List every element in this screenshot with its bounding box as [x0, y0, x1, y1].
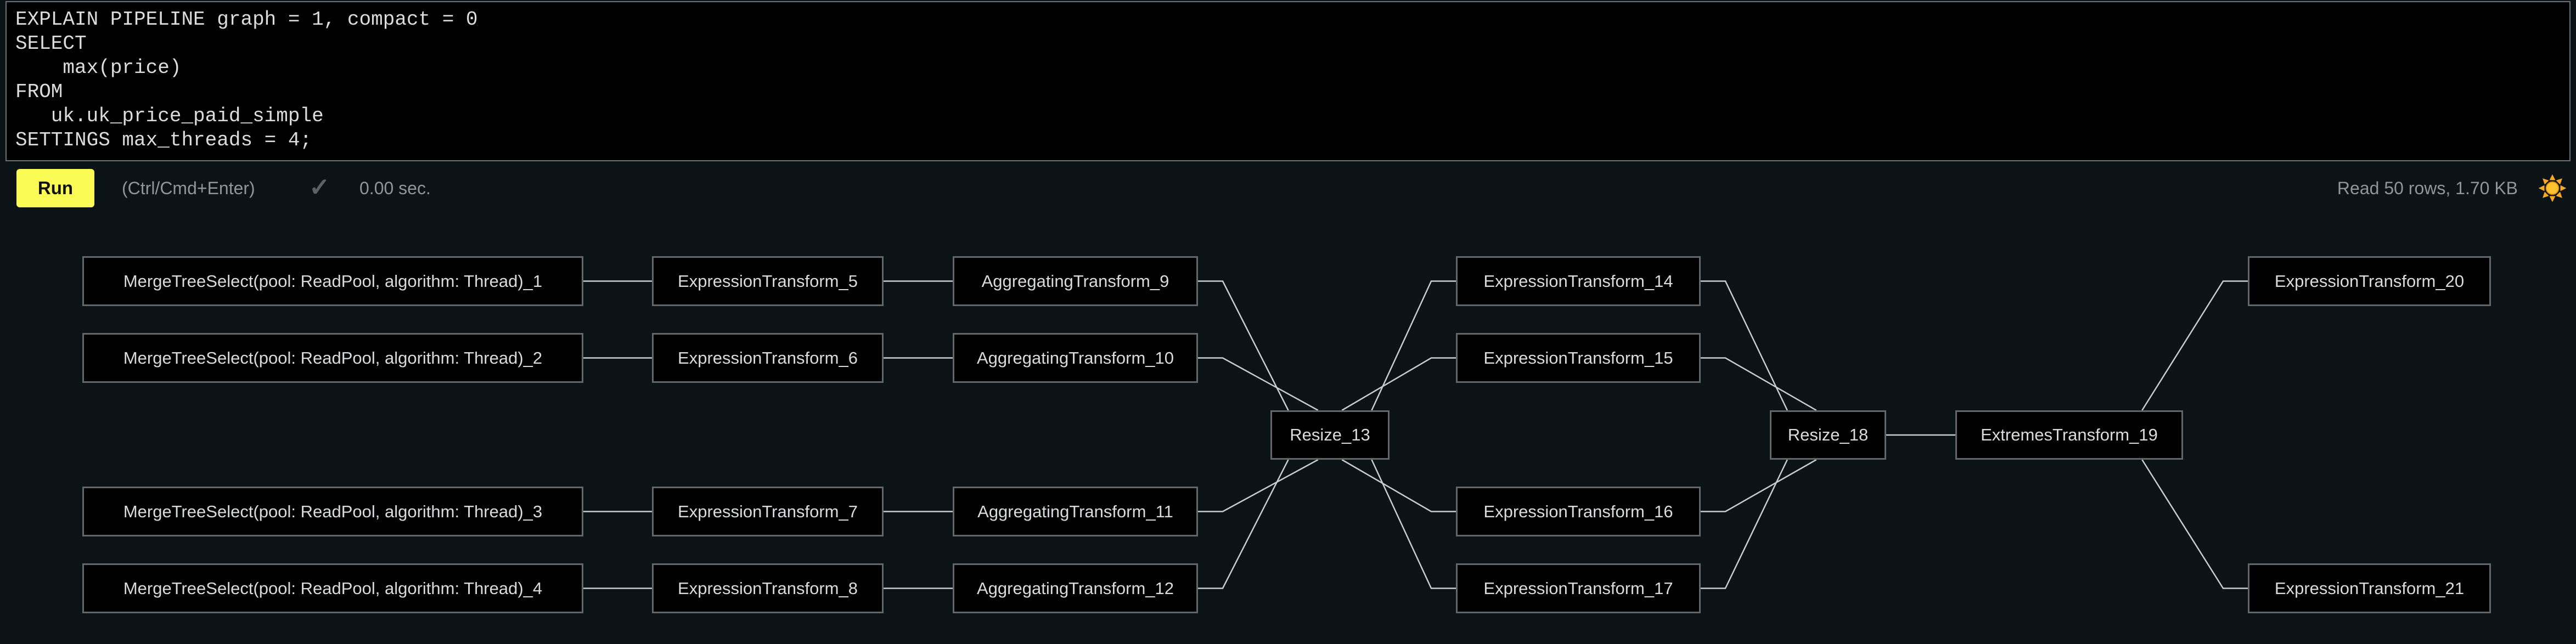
graph-node-mts4: MergeTreeSelect(pool: ReadPool, algorith…	[82, 563, 583, 613]
run-button[interactable]: Run	[16, 169, 94, 207]
graph-node-et17: ExpressionTransform_17	[1456, 563, 1701, 613]
graph-node-et14: ExpressionTransform_14	[1456, 256, 1701, 306]
sql-editor[interactable]: EXPLAIN PIPELINE graph = 1, compact = 0 …	[5, 1, 2571, 161]
graph-edge	[1341, 459, 1456, 512]
graph-edge	[1701, 280, 1788, 411]
graph-edge	[1198, 280, 1289, 411]
graph-edge	[1701, 357, 1817, 411]
graph-node-et6: ExpressionTransform_6	[652, 333, 884, 383]
graph-node-at9: AggregatingTransform_9	[953, 256, 1198, 306]
theme-toggle[interactable]	[2538, 173, 2567, 203]
graph-edge	[1371, 459, 1456, 589]
query-elapsed-time: 0.00 sec.	[359, 178, 431, 198]
graph-node-et8: ExpressionTransform_8	[652, 563, 884, 613]
success-check-icon: ✓	[309, 173, 330, 201]
graph-node-ex19: ExtremesTransform_19	[1955, 410, 2183, 460]
graph-node-at12: AggregatingTransform_12	[953, 563, 1198, 613]
graph-node-r13: Resize_13	[1270, 410, 1390, 460]
shortcut-hint: (Ctrl/Cmd+Enter)	[122, 178, 255, 198]
graph-edge	[1198, 459, 1289, 589]
graph-node-et15: ExpressionTransform_15	[1456, 333, 1701, 383]
graph-node-at10: AggregatingTransform_10	[953, 333, 1198, 383]
toolbar: Run (Ctrl/Cmd+Enter) ✓ 0.00 sec. Read 50…	[0, 165, 2576, 212]
graph-edge	[2141, 459, 2248, 589]
graph-edge	[1341, 357, 1456, 411]
graph-node-et5: ExpressionTransform_5	[652, 256, 884, 306]
graph-node-r18: Resize_18	[1770, 410, 1886, 460]
read-stats: Read 50 rows, 1.70 KB	[2337, 178, 2518, 198]
pipeline-graph: MergeTreeSelect(pool: ReadPool, algorith…	[0, 212, 2576, 644]
graph-node-at11: AggregatingTransform_11	[953, 487, 1198, 536]
graph-node-mts1: MergeTreeSelect(pool: ReadPool, algorith…	[82, 256, 583, 306]
graph-edge	[1198, 459, 1319, 512]
graph-node-mts3: MergeTreeSelect(pool: ReadPool, algorith…	[82, 487, 583, 536]
graph-node-et7: ExpressionTransform_7	[652, 487, 884, 536]
graph-node-et21: ExpressionTransform_21	[2248, 563, 2491, 613]
graph-edge	[1198, 357, 1319, 411]
graph-edge	[1701, 459, 1788, 589]
graph-edge	[1701, 459, 1817, 512]
graph-node-et16: ExpressionTransform_16	[1456, 487, 1701, 536]
graph-edge	[1371, 280, 1456, 411]
graph-edge	[2141, 280, 2248, 411]
graph-node-et20: ExpressionTransform_20	[2248, 256, 2491, 306]
sun-icon	[2538, 174, 2567, 202]
graph-node-mts2: MergeTreeSelect(pool: ReadPool, algorith…	[82, 333, 583, 383]
